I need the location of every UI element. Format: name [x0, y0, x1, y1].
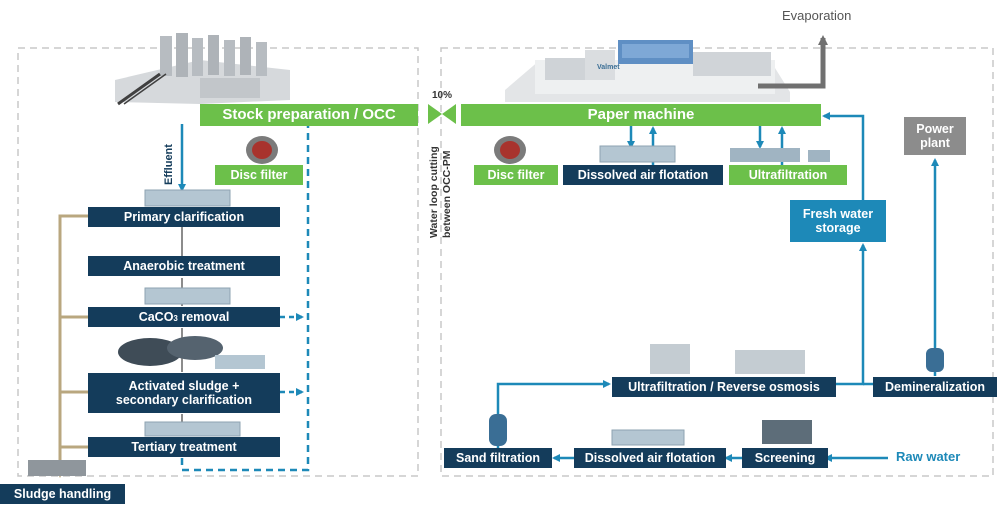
caco3-removal-illustration — [144, 287, 231, 305]
sludge-collector-line — [58, 214, 88, 470]
demineralization-box: Demineralization — [873, 377, 997, 397]
anaerobic-treatment-box: Anaerobic treatment — [88, 256, 280, 276]
uf-ro-box: Ultrafiltration / Reverse osmosis — [612, 377, 836, 397]
daf-bottom-illustration — [611, 429, 685, 446]
screening-illustration — [762, 420, 812, 444]
fresh-water-storage-box: Fresh water storage — [790, 200, 886, 242]
evaporation-arrow — [758, 35, 828, 89]
uf-ro-illustration — [650, 344, 805, 374]
activated-sludge-line-1: Activated sludge + — [128, 378, 240, 393]
tertiary-treatment-box: Tertiary treatment — [88, 437, 280, 457]
right-section-border — [440, 47, 994, 477]
sand-to-uf-ro-arrow — [496, 380, 611, 448]
sand-filter-illustration — [489, 414, 507, 446]
caco3-suffix: removal — [177, 309, 230, 324]
caco3-subscript: 3 — [173, 314, 178, 324]
disc-filter-left-illustration — [246, 136, 278, 164]
effluent-text: Effluent — [163, 144, 175, 185]
raw-water-label: Raw water — [896, 449, 961, 464]
water-loop-text-2: between OCC-PM — [441, 150, 453, 238]
power-plant-box: Power plant — [904, 117, 966, 155]
tertiary-illustration — [144, 421, 241, 437]
demineralization-tank-illustration — [926, 348, 944, 372]
valmet-logo-text: Valmet — [597, 64, 620, 71]
screening-box: Screening — [742, 448, 828, 468]
evaporation-text: Evaporation — [782, 8, 851, 23]
sludge-handling-box: Sludge handling — [0, 484, 125, 504]
activated-sludge-line-2: secondary clarification — [115, 393, 253, 407]
disc-filter-right-box: Disc filter — [474, 165, 558, 185]
water-loop-bow-tie — [428, 104, 442, 124]
primary-clarifier-illustration — [144, 189, 231, 207]
primary-clarification-box: Primary clarification — [88, 207, 280, 227]
paper-machine-box: Paper machine — [461, 104, 821, 126]
uf-ro-to-storage-arrow — [836, 243, 867, 386]
activated-sludge-box: Activated sludge + secondary clarificati… — [88, 373, 280, 413]
sand-filtration-box: Sand filtration — [444, 448, 552, 468]
paper-machine-illustration — [505, 40, 790, 102]
uf-top-illustration — [730, 148, 830, 162]
power-plant-label: Power plant — [916, 121, 954, 150]
water-loop-text-1: Water loop cutting — [428, 146, 440, 238]
disc-filter-right-illustration — [494, 136, 526, 164]
activated-sludge-illustration — [118, 336, 265, 369]
left-section-border — [17, 47, 419, 477]
fresh-water-storage-label: Fresh water storage — [802, 206, 874, 235]
ultrafiltration-top-box: Ultrafiltration — [729, 165, 847, 185]
daf-bottom-box: Dissolved air flotation — [574, 448, 726, 468]
daf-top-box: Dissolved air flotation — [563, 165, 723, 185]
dashed-return-main — [180, 108, 310, 472]
fresh-water-to-paper-machine-arrow — [822, 112, 865, 200]
stock-preparation-illustration — [115, 33, 290, 106]
caco3-prefix: CaCO — [138, 309, 174, 324]
stock-preparation-box: Stock preparation / OCC — [200, 104, 418, 126]
ten-percent-text: 10% — [432, 90, 452, 101]
sludge-handling-illustration — [28, 460, 86, 476]
daf-top-illustration — [599, 145, 676, 163]
disc-filter-left-box: Disc filter — [215, 165, 303, 185]
